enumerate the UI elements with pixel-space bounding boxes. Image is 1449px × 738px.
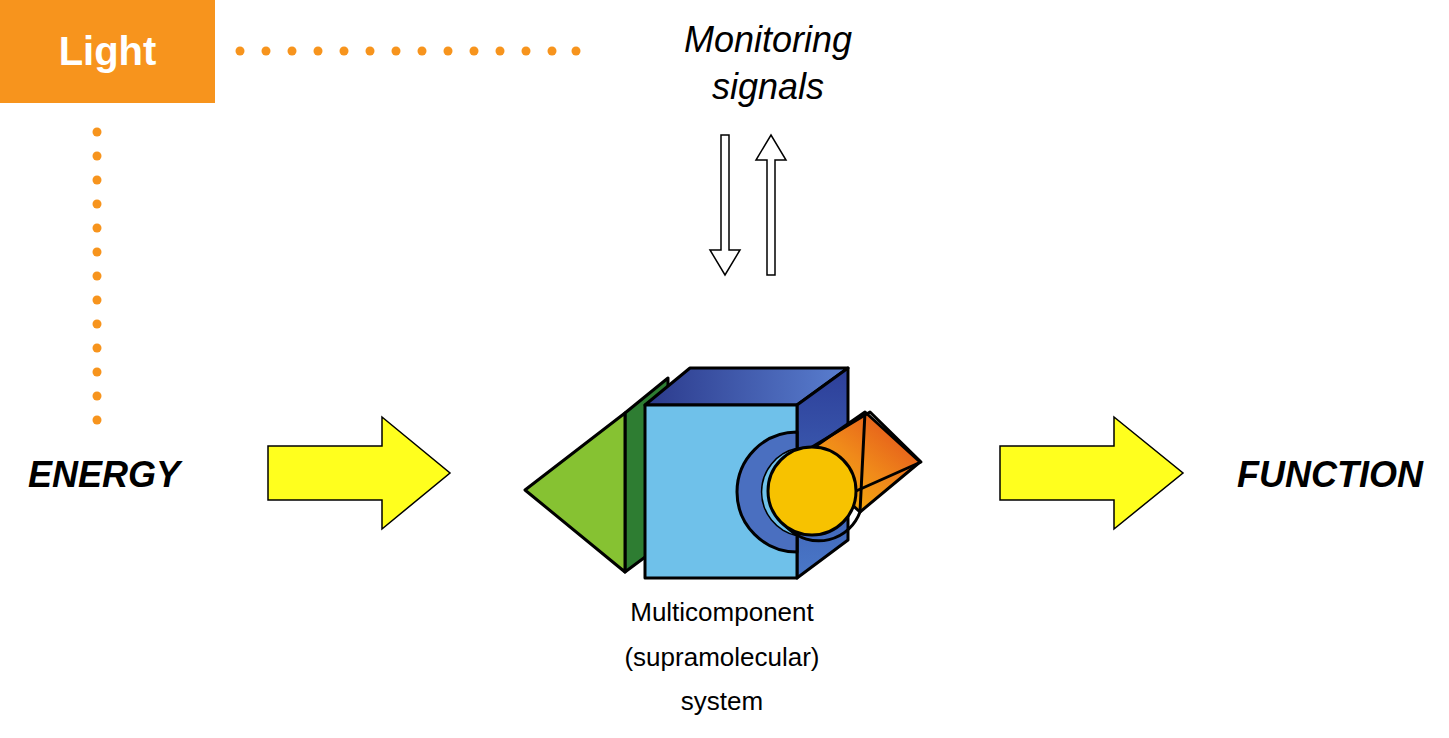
dotted-line [93, 128, 102, 425]
system-caption: Multicomponent (supramolecular) system [597, 590, 847, 724]
signal-arrow [710, 135, 740, 275]
node-text: Light [59, 29, 157, 74]
signal-arrow [756, 135, 786, 275]
output-label: FUNCTION [1215, 453, 1445, 496]
dotted-line [236, 47, 581, 56]
signal-label: Monitoring signals [633, 17, 903, 111]
supramolecular-system [525, 368, 921, 578]
light-box: Light [0, 0, 215, 103]
function-arrow [1000, 417, 1183, 529]
energy-arrow [268, 417, 450, 529]
input-label: ENERGY [4, 453, 204, 496]
